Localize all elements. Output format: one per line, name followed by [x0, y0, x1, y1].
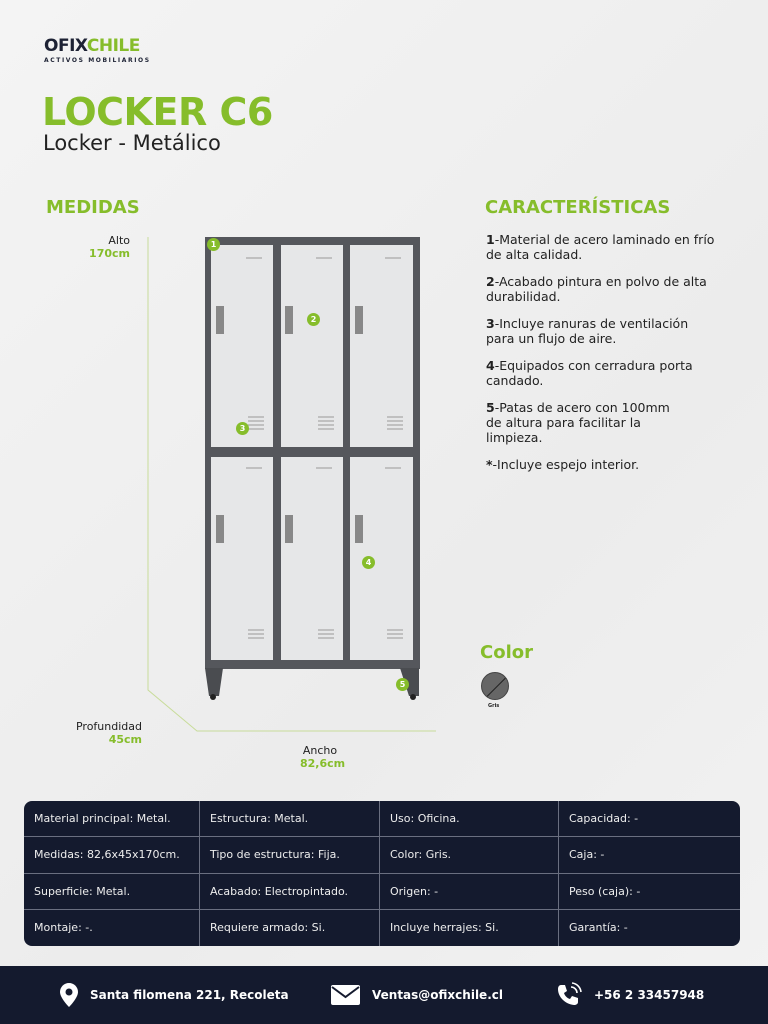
feature-item: *-Incluye espejo interior.: [486, 457, 716, 472]
feature-item: 5-Patas de acero con 100mm de altura par…: [486, 400, 686, 445]
spec-cell: Peso (caja): -: [559, 874, 740, 910]
spec-cell: Requiere armado: Si.: [200, 909, 380, 946]
feature-text: -Incluye espejo interior.: [492, 457, 640, 472]
spec-cell: Material principal: Metal.: [24, 801, 200, 838]
feature-number: 3: [486, 316, 495, 331]
feature-item: 4-Equipados con cerradura porta candado.: [486, 358, 716, 388]
spec-cell: Superficie: Metal.: [24, 873, 200, 910]
feature-text: -Acabado pintura en polvo de alta durabi…: [486, 274, 707, 304]
medidas-heading: MEDIDAS: [46, 197, 140, 218]
locker-doors: [211, 245, 413, 660]
logo-text-b: CHILE: [86, 36, 140, 56]
spec-cell: Color: Gris.: [380, 837, 559, 874]
feature-number: 4: [486, 358, 495, 373]
spec-cell: Caja: -: [559, 837, 740, 874]
feature-text: -Patas de acero con 100mm de altura para…: [486, 400, 670, 445]
email-text[interactable]: Ventas@ofixchile.cl: [372, 988, 503, 1002]
spec-cell: Medidas: 82,6x45x170cm.: [24, 837, 200, 874]
features-list: 1-Material de acero laminado en frío de …: [486, 232, 716, 484]
phone-text[interactable]: +56 2 33457948: [594, 988, 705, 1002]
feature-number: 2: [486, 274, 495, 289]
color-swatch-gris[interactable]: [481, 672, 509, 700]
alto-value: 170cm: [89, 247, 130, 260]
spec-cell: Origen: -: [380, 873, 559, 910]
feature-item: 1-Material de acero laminado en frío de …: [486, 232, 716, 262]
envelope-icon: [331, 985, 360, 1005]
profundidad-label: Profundidad: [75, 720, 142, 733]
logo-text-a: OFIX: [44, 36, 87, 56]
feature-text: -Material de acero laminado en frío de a…: [486, 232, 715, 262]
ancho-value: 82,6cm: [300, 757, 346, 770]
vent-slots: [246, 257, 403, 639]
caracteristicas-heading: CARACTERÍSTICAS: [485, 197, 671, 218]
logo-tagline: ACTIVOS MOBILIARIOS: [44, 57, 151, 64]
spec-cell: Uso: Oficina.: [380, 801, 559, 838]
dimension-line: [147, 237, 436, 732]
feature-number: 1: [486, 232, 495, 247]
callout-2: 2: [307, 313, 320, 326]
address-text: Santa filomena 221, Recoleta: [90, 988, 289, 1002]
spec-cell: Incluye herrajes: Si.: [380, 909, 559, 946]
callout-5: 5: [396, 678, 409, 691]
color-heading: Color: [480, 642, 533, 663]
feature-number: 5: [486, 400, 495, 415]
brand-logo: OFIXCHILE ACTIVOS MOBILIARIOS: [44, 36, 151, 64]
spec-cell: Estructura: Metal.: [200, 801, 380, 838]
address-item: Santa filomena 221, Recoleta: [60, 983, 289, 1007]
callout-4: 4: [362, 556, 375, 569]
feature-item: 2-Acabado pintura en polvo de alta durab…: [486, 274, 716, 304]
spec-cell: Capacidad: -: [559, 801, 740, 838]
feature-item: 3-Incluye ranuras de ventilación para un…: [486, 316, 716, 346]
spec-cell: Tipo de estructura: Fija.: [200, 837, 380, 874]
spec-cell: Acabado: Electropintado.: [200, 873, 380, 910]
feature-number: *: [486, 457, 493, 472]
feature-text: -Incluye ranuras de ventilación para un …: [486, 316, 689, 346]
email-item[interactable]: Ventas@ofixchile.cl: [331, 985, 503, 1005]
phone-item[interactable]: +56 2 33457948: [556, 982, 704, 1008]
contact-footer: Santa filomena 221, Recoleta Ventas@ofix…: [0, 966, 768, 1024]
product-subtitle: Locker - Metálico: [43, 131, 221, 155]
alto-label: Alto: [108, 234, 130, 247]
specs-table: Material principal: Metal. Estructura: M…: [24, 801, 740, 946]
ancho-label: Ancho: [302, 744, 338, 757]
locker-illustration: [147, 237, 436, 732]
location-pin-icon: [60, 983, 78, 1007]
phone-icon: [558, 982, 582, 1005]
product-title: LOCKER C6: [42, 90, 273, 134]
callout-3: 3: [236, 422, 249, 435]
spec-cell: Garantía: -: [569, 921, 628, 935]
door-handles: [216, 306, 363, 543]
profundidad-value: 45cm: [108, 733, 142, 746]
swatch-label: Gris: [488, 703, 500, 709]
spec-cell: Montaje: -.: [24, 909, 200, 946]
callout-1: 1: [207, 238, 220, 251]
feature-text: -Equipados con cerradura porta candado.: [486, 358, 693, 388]
